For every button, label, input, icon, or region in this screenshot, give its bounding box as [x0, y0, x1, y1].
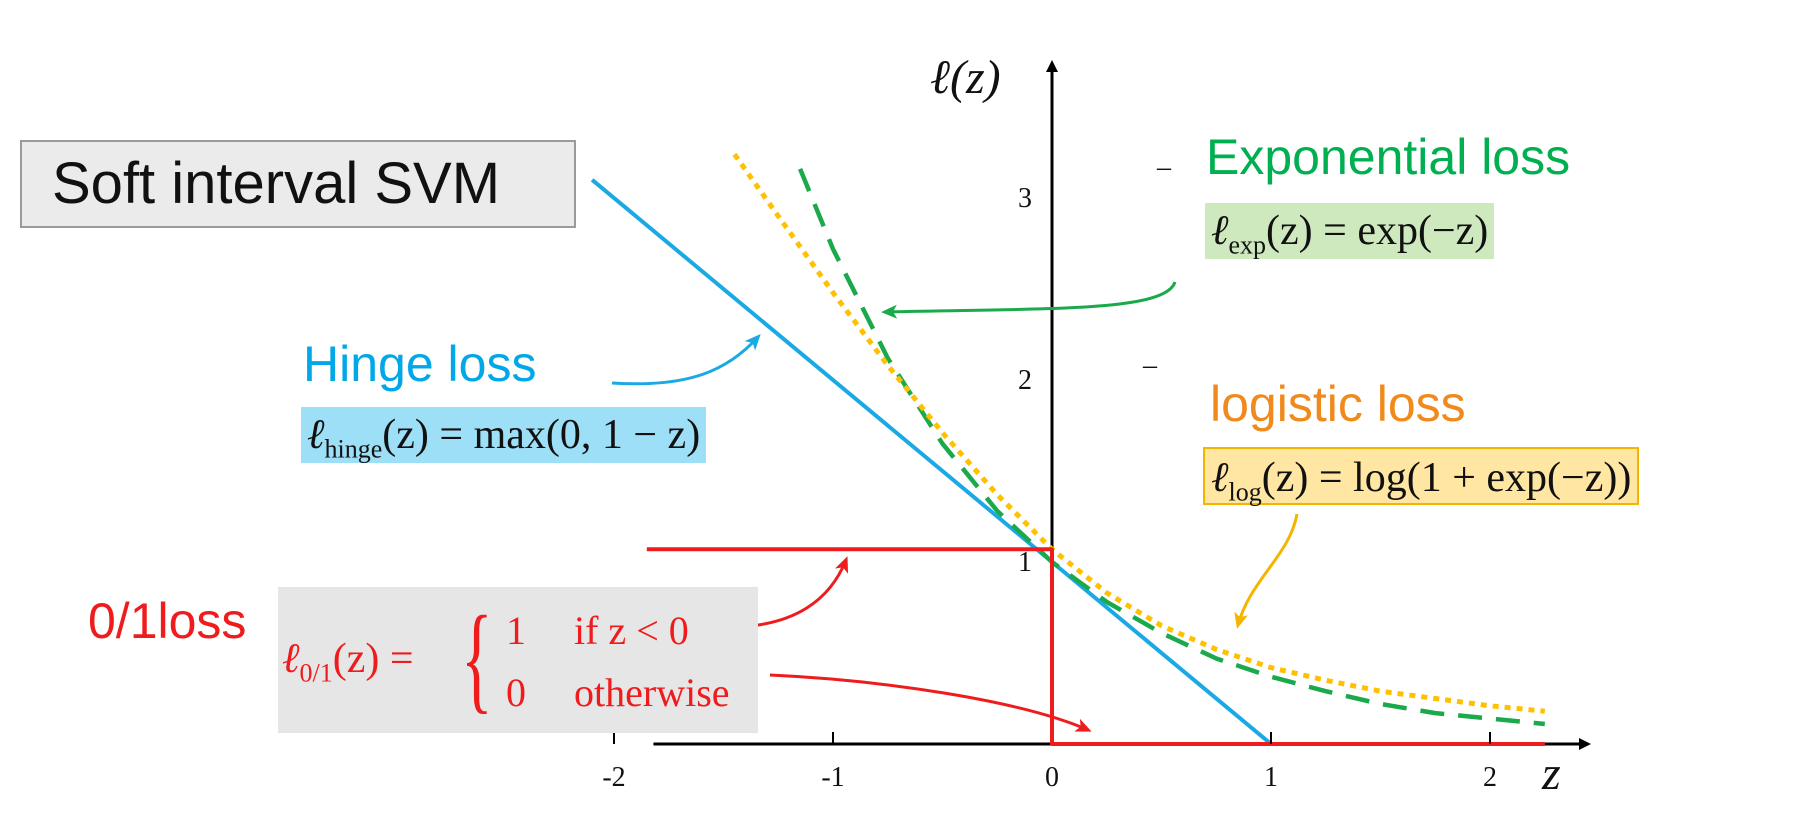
hinge-formula-subscript: hinge	[324, 434, 383, 464]
zo-formula-lhs-rest: (z) =	[332, 636, 414, 682]
case1-value: 1	[506, 608, 526, 653]
logistic-loss-name: logistic loss	[1210, 376, 1466, 432]
y-tick-label: 3	[1018, 183, 1032, 214]
exp-loss-name: Exponential loss	[1206, 129, 1571, 185]
case2-condition: otherwise	[574, 670, 730, 715]
exp-formula-symbol: ℓ	[1211, 208, 1229, 254]
x-axis-title: z	[1541, 747, 1561, 800]
log-formula-symbol: ℓ	[1211, 455, 1229, 501]
y-tick-label: 1	[1018, 547, 1032, 578]
hinge-formula-rhs: (z) = max(0, 1 − z)	[382, 412, 701, 458]
x-tick-label: -2	[602, 762, 625, 793]
exp-callout-arrow	[881, 281, 1177, 319]
y-axis-title: ℓ(z)	[930, 51, 1001, 104]
y-tick-label: 2	[1018, 365, 1032, 396]
x-tick-label: 1	[1264, 762, 1278, 793]
zero-one-case-1: 1 if z < 0	[506, 607, 689, 654]
tick-layer: -2 -1 0 1 2 1 2 3	[602, 183, 1497, 793]
series-line-0-1loss	[646, 547, 1545, 746]
zero-one-loss-formula: ℓ0/1(z) = { 1 if z < 0 0 otherwise	[278, 587, 758, 733]
chart-title: Soft interval SVM	[20, 140, 576, 228]
x-tick-label: 0	[1045, 762, 1059, 793]
zo-formula-symbol: ℓ	[282, 636, 300, 682]
exp-formula-rhs: (z) = exp(−z)	[1266, 208, 1489, 254]
exp-formula-subscript: exp	[1228, 230, 1267, 260]
zero-one-brace: {	[461, 591, 493, 724]
zero-one-case-2: 0 otherwise	[506, 669, 730, 716]
zero-one-loss-name: 0/1loss	[88, 593, 247, 649]
hinge-loss-name: Hinge loss	[303, 336, 537, 392]
hinge-loss-formula: ℓhinge(z) = max(0, 1 − z)	[301, 407, 707, 464]
zo-formula-subscript: 0/1	[299, 658, 333, 688]
x-tick-label: -1	[821, 762, 844, 793]
logistic-callout-arrow	[1234, 513, 1299, 629]
hinge-formula-symbol: ℓ	[307, 412, 325, 458]
stray-mark-1: –	[1156, 152, 1172, 183]
zero-one-formula-lhs: ℓ0/1(z) =	[282, 635, 414, 688]
zero-one-case2-arrow	[769, 673, 1092, 732]
hinge-callout-arrow	[611, 334, 761, 386]
logistic-loss-formula: ℓlog(z) = log(1 + exp(−z))	[1203, 447, 1640, 507]
exp-loss-formula: ℓexp(z) = exp(−z)	[1205, 203, 1495, 260]
log-formula-rhs: (z) = log(1 + exp(−z))	[1261, 455, 1632, 501]
x-tick-label: 2	[1483, 762, 1497, 793]
case2-value: 0	[506, 670, 526, 715]
case1-condition: if z < 0	[574, 608, 689, 653]
stray-mark-2: –	[1142, 350, 1158, 381]
log-formula-subscript: log	[1228, 477, 1262, 507]
